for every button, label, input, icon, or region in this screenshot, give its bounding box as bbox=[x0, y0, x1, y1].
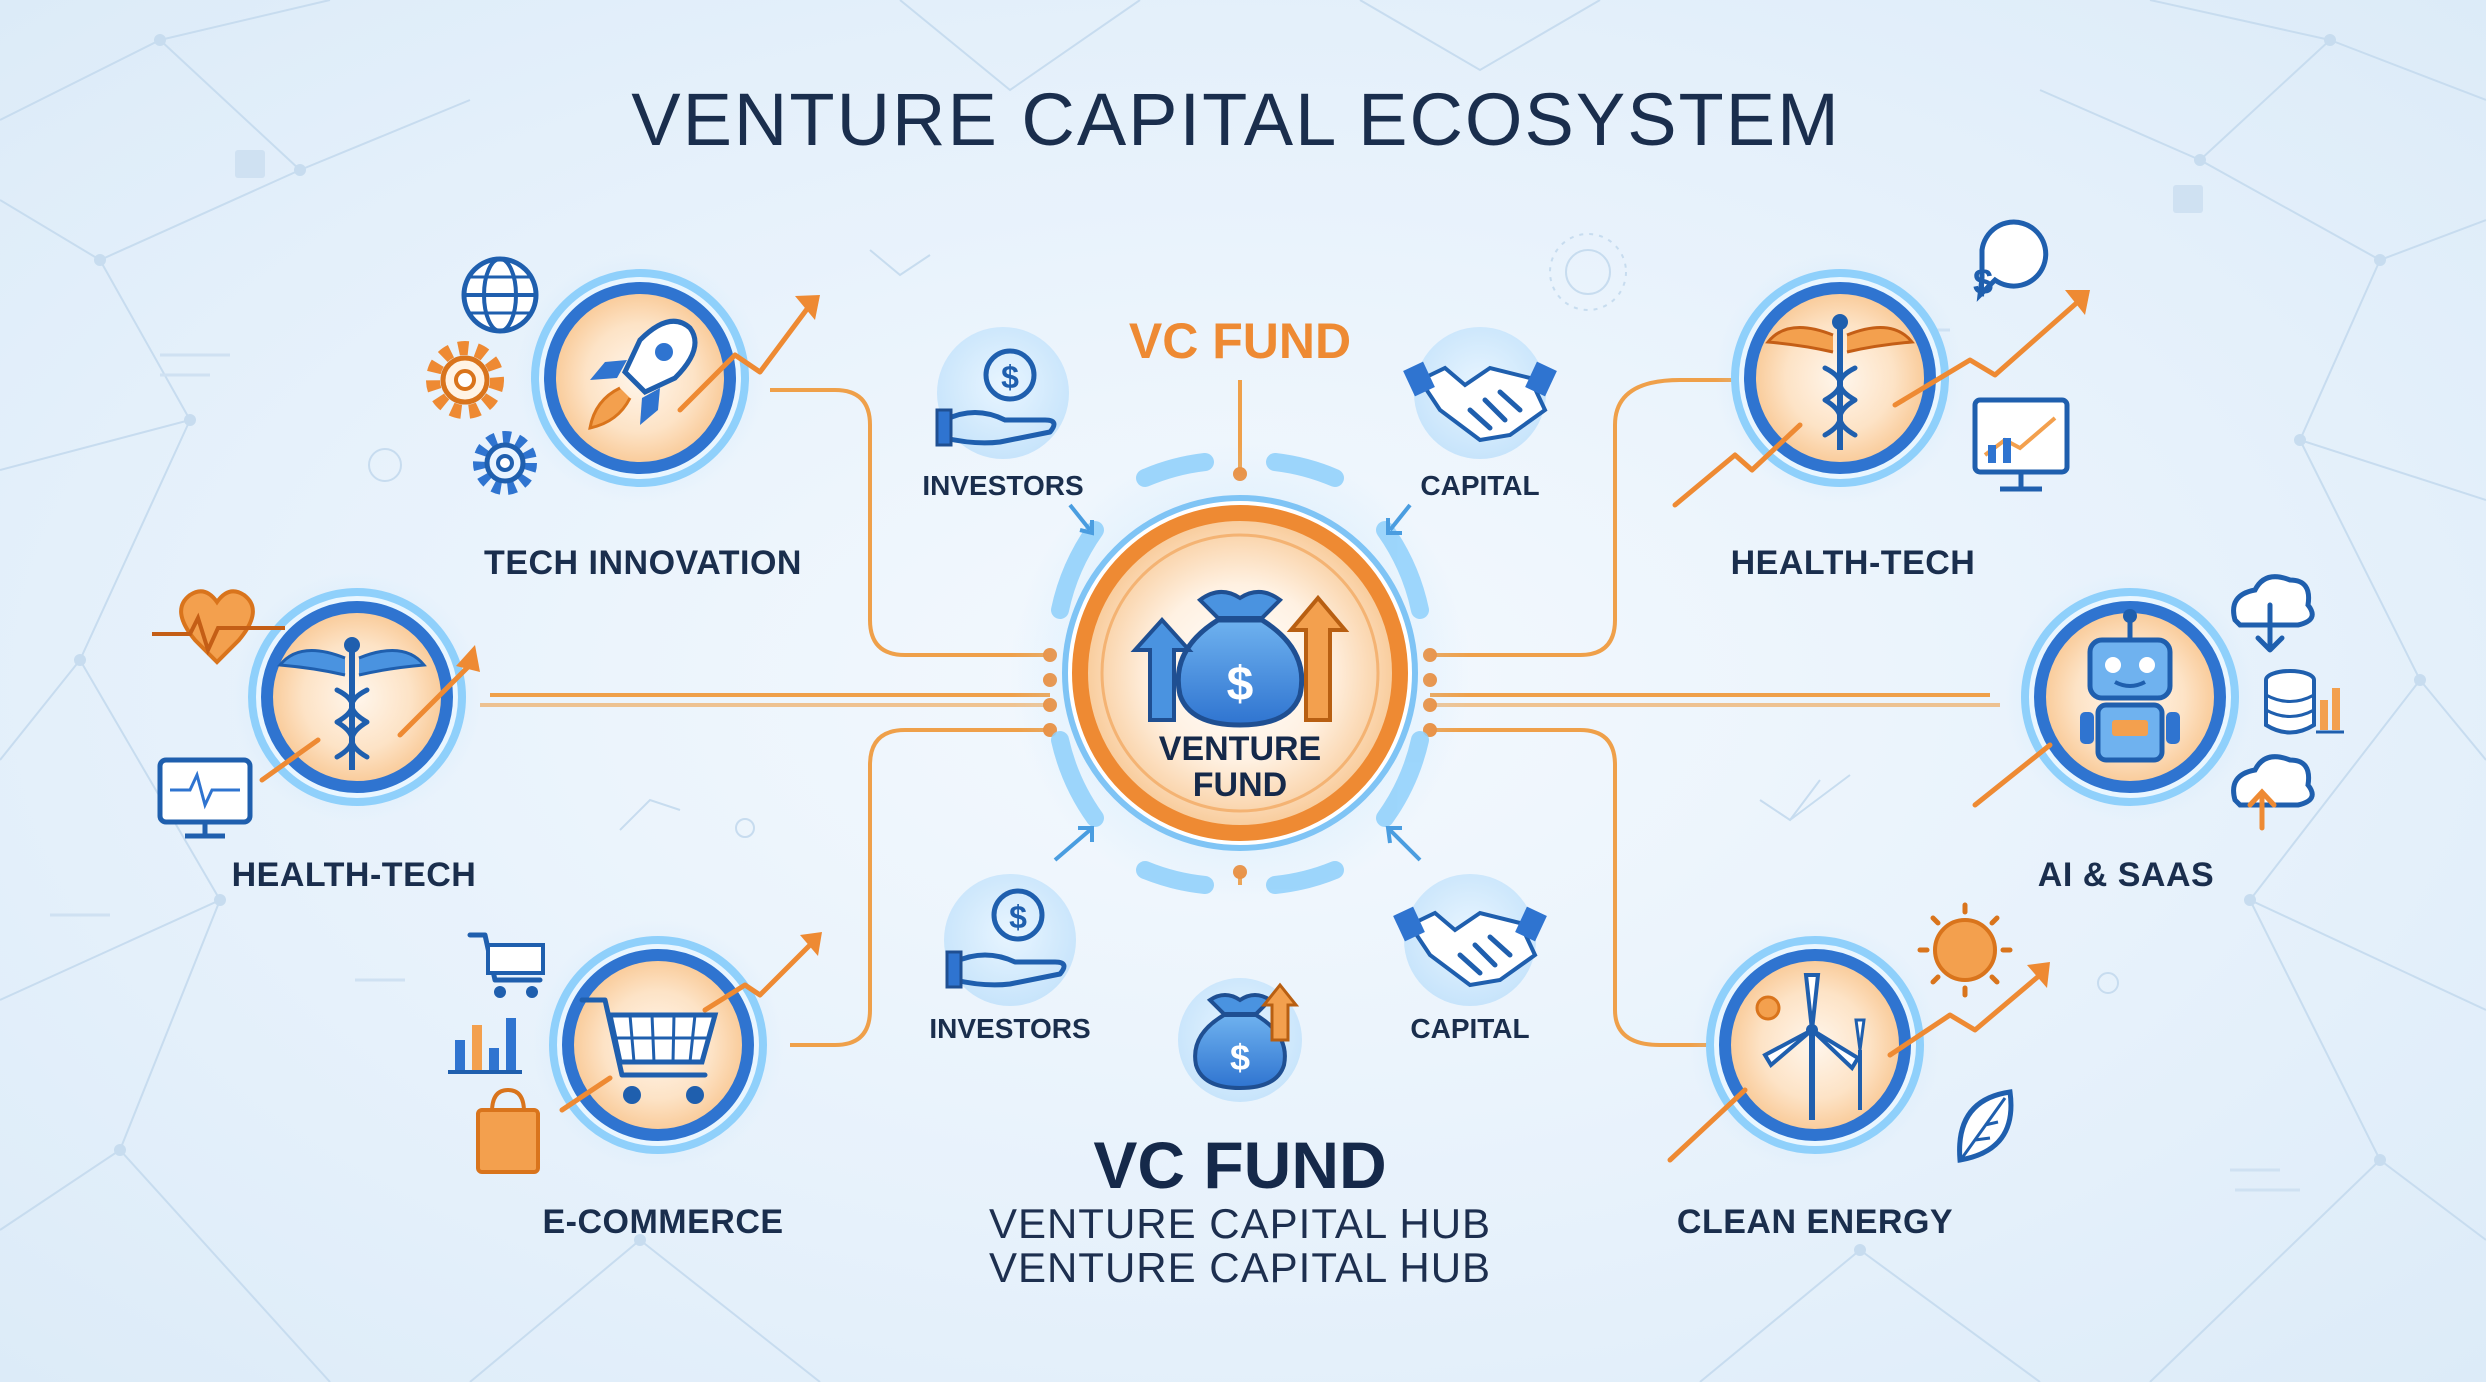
handshake-icon bbox=[1393, 906, 1547, 988]
vc-fund-hub: $ VENTURE FUND bbox=[1010, 443, 1470, 903]
hub-bottom-subtitle-2: VENTURE CAPITAL HUB bbox=[989, 1244, 1491, 1291]
e-commerce-label: E-COMMERCE bbox=[542, 1203, 783, 1241]
investors-bottom-label: INVESTORS bbox=[929, 1013, 1090, 1044]
hub-center-label-2: FUND bbox=[1193, 766, 1287, 804]
up-arrow-icon bbox=[1130, 594, 1350, 722]
wind-turbine-icon bbox=[1755, 973, 1866, 1120]
cloud-upload-icon bbox=[2231, 754, 2315, 831]
node-health-tech-left: HEALTH-TECH bbox=[152, 572, 482, 894]
hub-top-label: VC FUND bbox=[1129, 313, 1351, 369]
bar-chart-icon bbox=[448, 1018, 522, 1074]
shopping-cart-icon bbox=[579, 997, 719, 1104]
tech-innovation-label: TECH INNOVATION bbox=[484, 544, 802, 582]
dollar-chat-icon: $ bbox=[1973, 219, 2049, 302]
clean-energy-label: CLEAN ENERGY bbox=[1677, 1203, 1953, 1241]
hub-bottom-subtitle-1: VENTURE CAPITAL HUB bbox=[989, 1200, 1491, 1247]
rocket-icon bbox=[588, 318, 698, 430]
node-clean-energy: CLEAN ENERGY bbox=[1667, 902, 2050, 1241]
caduceus-icon bbox=[277, 637, 427, 770]
svg-text:$: $ bbox=[1009, 899, 1027, 935]
shopping-bag-icon bbox=[476, 1087, 540, 1174]
svg-text:$: $ bbox=[1227, 658, 1254, 711]
sun-icon bbox=[1917, 902, 2013, 998]
hand-coin-icon: $ bbox=[945, 888, 1067, 989]
capital-top: CAPITAL bbox=[1386, 327, 1557, 535]
money-bag-icon: $ bbox=[1178, 978, 1302, 1102]
heart-icon bbox=[152, 589, 285, 665]
svg-text:$: $ bbox=[1973, 261, 1993, 302]
handshake-icon bbox=[1403, 361, 1557, 443]
page-title: VENTURE CAPITAL ECOSYSTEM bbox=[631, 78, 1841, 161]
monitor-chart-icon bbox=[1972, 397, 2070, 492]
robot-icon bbox=[2080, 609, 2180, 763]
hub-bottom-title: VC FUND bbox=[1093, 1128, 1386, 1202]
health-tech-right-label: HEALTH-TECH bbox=[1731, 544, 1976, 582]
hand-coin-icon: $ bbox=[935, 348, 1057, 447]
svg-text:$: $ bbox=[1230, 1037, 1250, 1078]
money-bag-icon: $ bbox=[1175, 590, 1305, 728]
investors-top-label: INVESTORS bbox=[922, 470, 1083, 501]
node-health-tech-right: $ HEALTH-TECH bbox=[1672, 219, 2090, 582]
investors-top: $ INVESTORS bbox=[922, 327, 1094, 536]
node-tech-innovation: TECH INNOVATION bbox=[426, 253, 820, 582]
capital-bottom: CAPITAL bbox=[1385, 826, 1547, 1044]
leaf-icon bbox=[1957, 1089, 2014, 1163]
svg-text:$: $ bbox=[1001, 359, 1019, 395]
monitor-icon bbox=[157, 757, 253, 839]
capital-bottom-label: CAPITAL bbox=[1410, 1013, 1529, 1044]
capital-top-label: CAPITAL bbox=[1420, 470, 1539, 501]
ai-saas-label: AI & SAAS bbox=[2038, 856, 2214, 894]
cart-small-icon bbox=[467, 932, 545, 998]
database-icon bbox=[2264, 669, 2344, 735]
caduceus-icon bbox=[1765, 314, 1915, 450]
node-e-commerce: E-COMMERCE bbox=[448, 920, 822, 1241]
hub-center-label-1: VENTURE bbox=[1159, 730, 1321, 768]
node-ai-saas: AI & SAAS bbox=[1972, 572, 2344, 894]
cloud-download-icon bbox=[2231, 574, 2315, 653]
health-tech-left-label: HEALTH-TECH bbox=[232, 856, 477, 894]
gear-icon bbox=[426, 341, 504, 419]
globe-icon bbox=[461, 256, 539, 334]
gear-icon bbox=[473, 431, 537, 495]
investors-bottom: $ INVESTORS bbox=[929, 826, 1094, 1044]
